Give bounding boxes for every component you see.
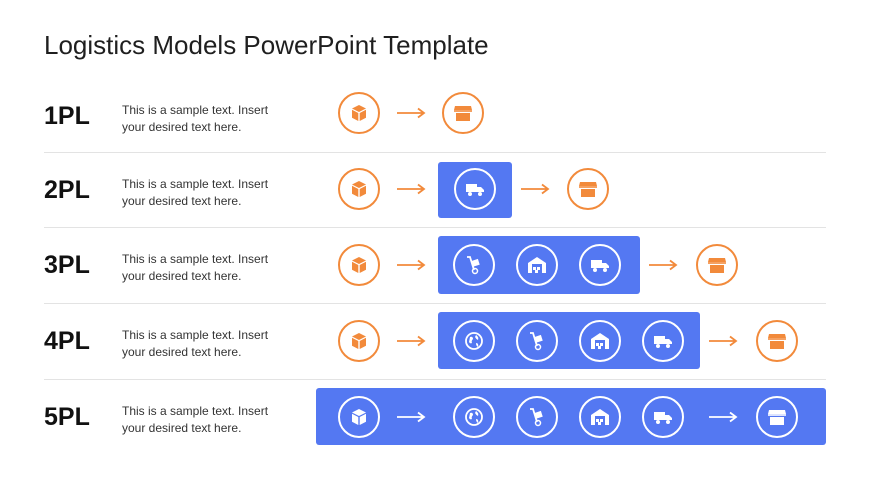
hand-truck-icon — [516, 320, 558, 362]
globe-icon — [453, 396, 495, 438]
store-icon — [442, 92, 484, 134]
warehouse-icon — [579, 396, 621, 438]
package-icon — [338, 92, 380, 134]
package-icon — [338, 396, 380, 438]
row-description: This is a sample text. Insert your desir… — [122, 177, 269, 208]
row-2pl: 2PL This is a sample text. Insert your d… — [0, 152, 870, 228]
right-arrow-icon — [396, 411, 426, 423]
store-icon — [567, 168, 609, 210]
row-label: 2PL — [44, 176, 90, 204]
right-arrow-icon — [648, 259, 678, 271]
page-title: Logistics Models PowerPoint Template — [44, 30, 489, 60]
row-label: 1PL — [44, 102, 90, 130]
truck-icon — [579, 244, 621, 286]
row-3pl: 3PL This is a sample text. Insert your d… — [0, 227, 870, 303]
row-5pl: 5PL This is a sample text. Insert your d… — [0, 379, 870, 455]
globe-icon — [453, 320, 495, 362]
store-icon — [756, 396, 798, 438]
package-icon — [338, 244, 380, 286]
fifth-party-panel — [316, 388, 826, 445]
row-divider — [44, 379, 826, 380]
package-icon — [338, 168, 380, 210]
package-icon — [338, 320, 380, 362]
right-arrow-icon — [396, 335, 426, 347]
right-arrow-icon — [396, 183, 426, 195]
row-description: This is a sample text. Insert your desir… — [122, 328, 269, 359]
row-divider — [44, 227, 826, 228]
right-arrow-icon — [708, 335, 738, 347]
hand-truck-icon — [516, 396, 558, 438]
store-icon — [696, 244, 738, 286]
store-icon — [756, 320, 798, 362]
hand-truck-icon — [453, 244, 495, 286]
row-description: This is a sample text. Insert your desir… — [122, 404, 269, 435]
row-4pl: 4PL This is a sample text. Insert your d… — [0, 303, 870, 379]
row-description: This is a sample text. Insert your desir… — [122, 103, 269, 134]
warehouse-icon — [516, 244, 558, 286]
right-arrow-icon — [396, 107, 426, 119]
warehouse-icon — [579, 320, 621, 362]
row-description: This is a sample text. Insert your desir… — [122, 252, 269, 283]
row-label: 4PL — [44, 327, 90, 355]
row-label: 5PL — [44, 403, 90, 431]
right-arrow-icon — [520, 183, 550, 195]
truck-icon — [642, 320, 684, 362]
right-arrow-icon — [396, 259, 426, 271]
row-label: 3PL — [44, 251, 90, 279]
row-divider — [44, 152, 826, 153]
truck-icon — [642, 396, 684, 438]
row-divider — [44, 303, 826, 304]
truck-icon — [454, 168, 496, 210]
right-arrow-icon — [708, 411, 738, 423]
row-1pl: 1PL This is a sample text. Insert your d… — [0, 78, 870, 154]
